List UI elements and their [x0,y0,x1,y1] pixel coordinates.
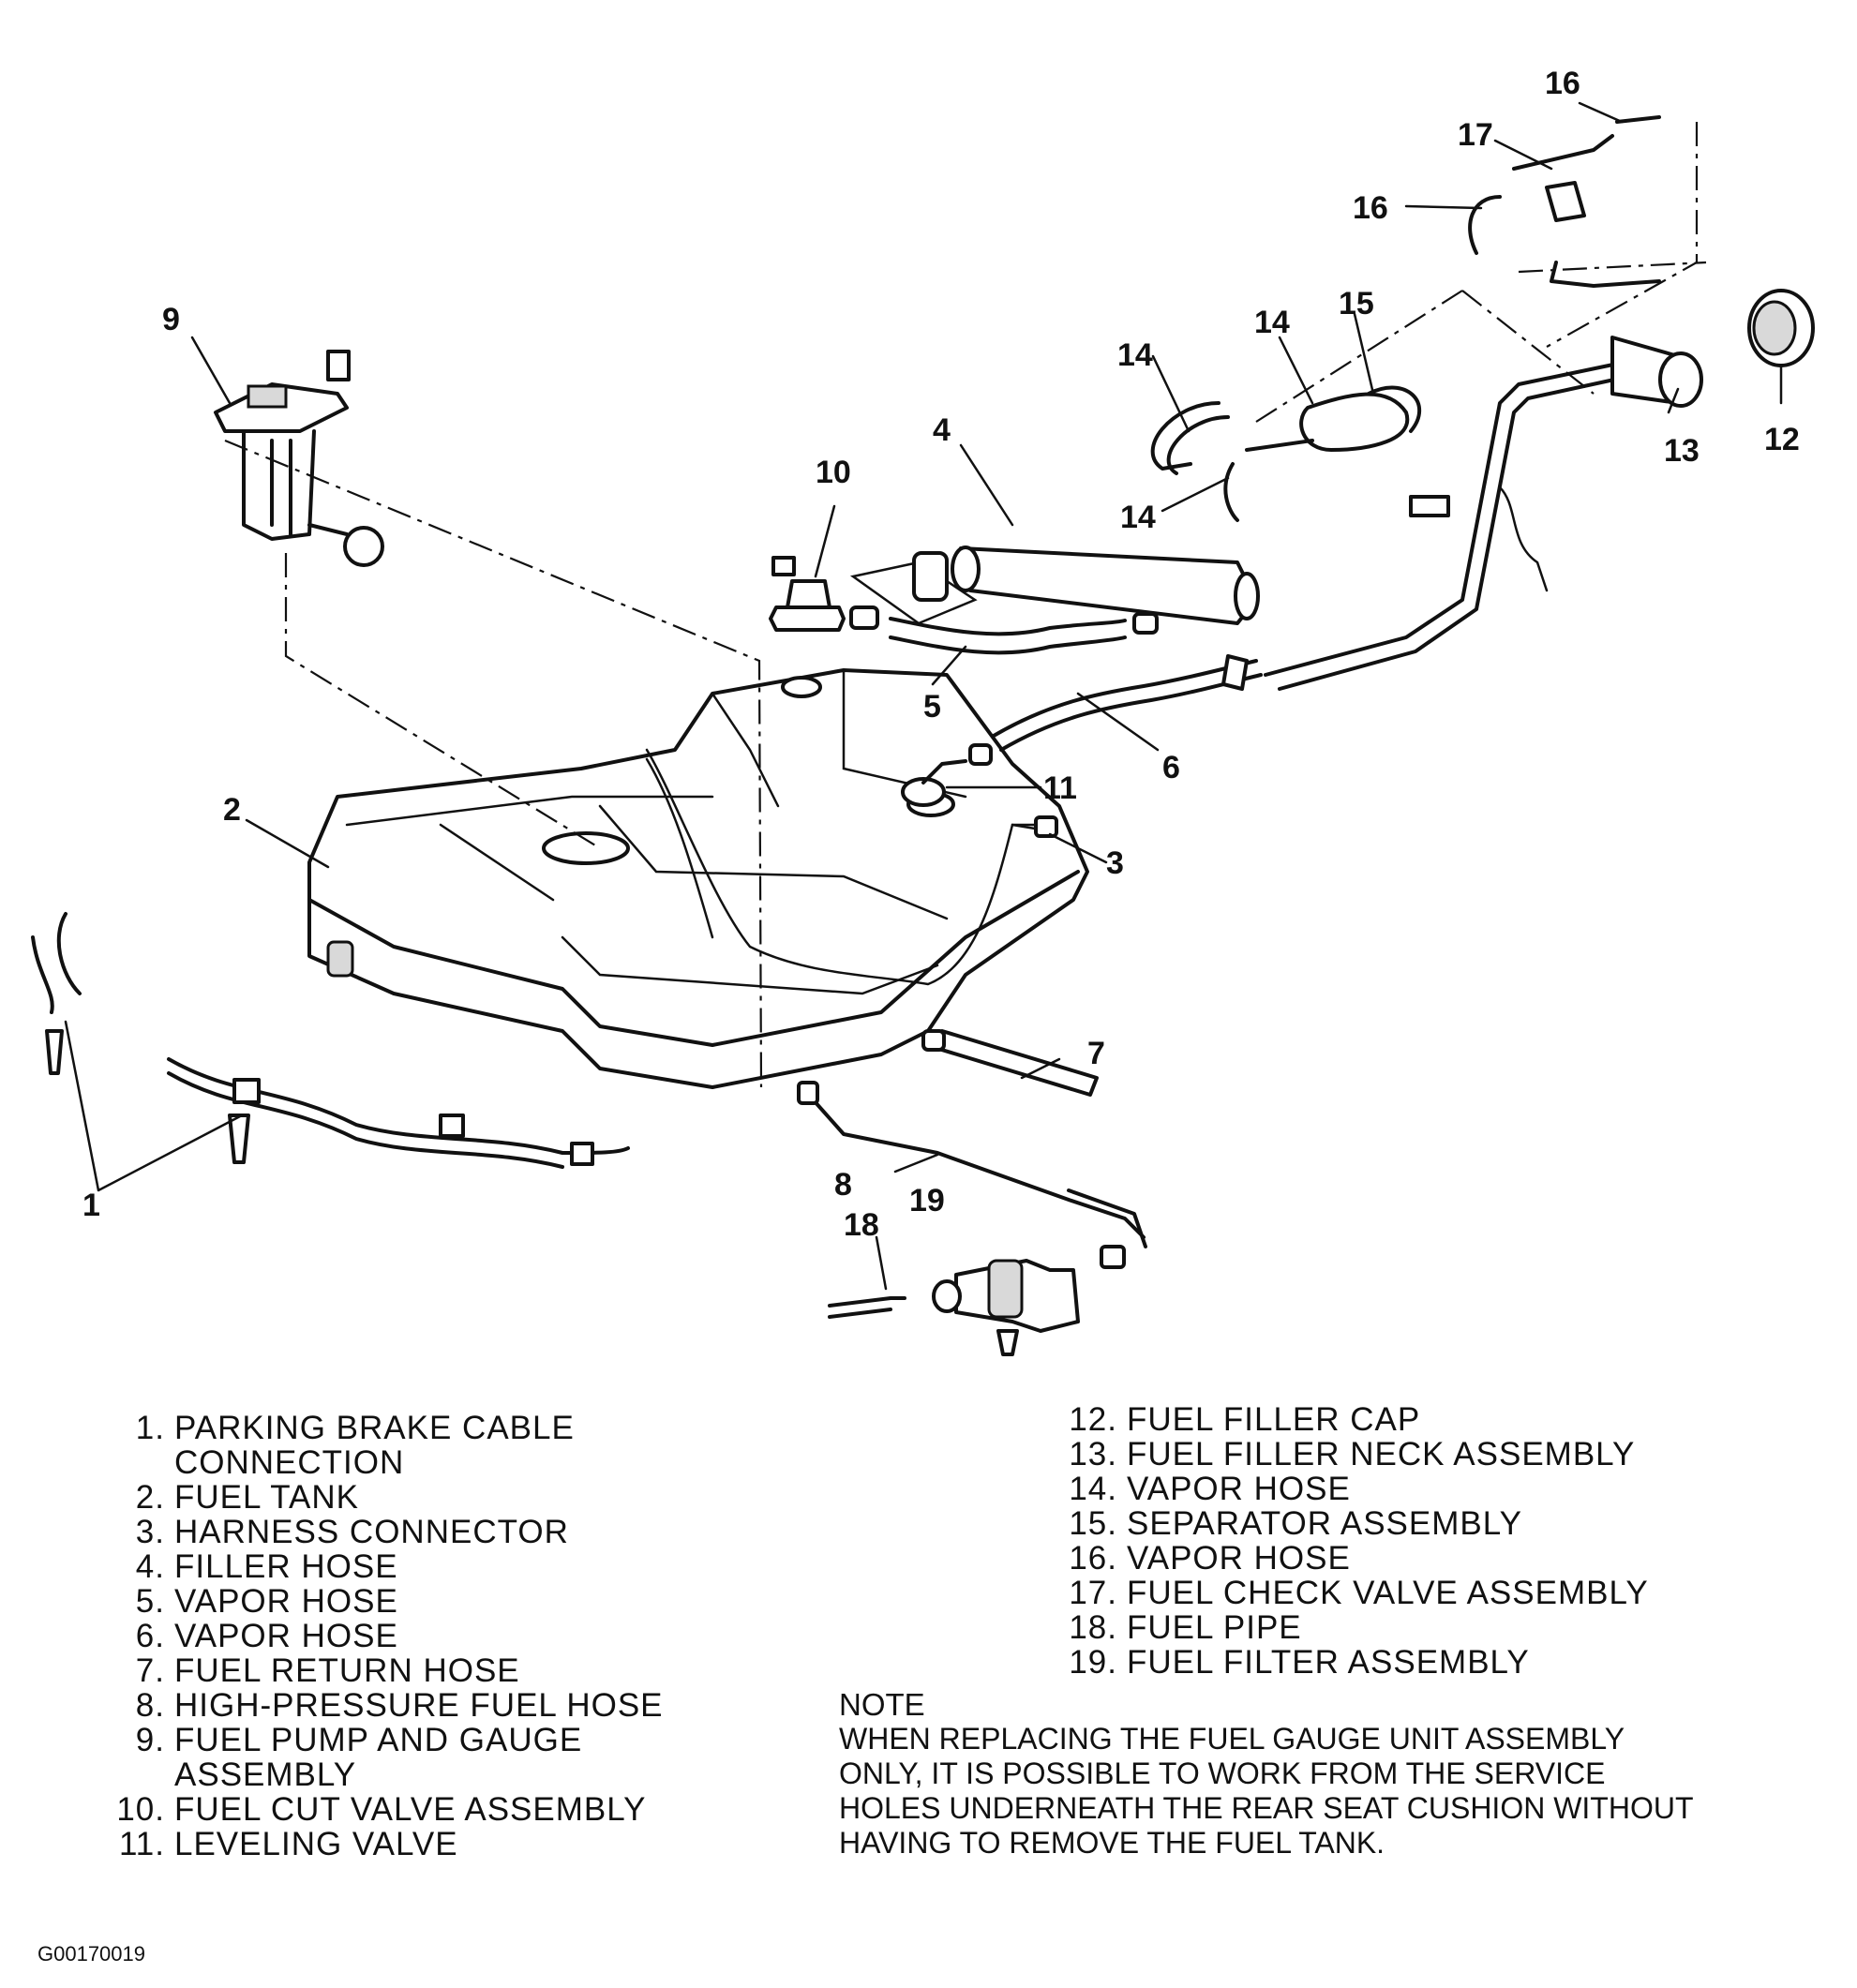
callout-3: 3 [1106,845,1124,881]
legend-item-8: 8.HIGH-PRESSURE FUEL HOSE [135,1687,664,1724]
callout-14c: 14 [1120,500,1156,535]
legend-item-9-cont: ASSEMBLY [174,1756,357,1793]
filler-cap-drawing [1747,289,1815,367]
fuel-pipe-drawing [828,1235,906,1319]
vapor-hose-6-drawing [968,654,1263,766]
callout-1: 1 [82,1188,100,1223]
fuel-return-hose-drawing [921,1029,1099,1097]
callout-15: 15 [1339,286,1374,321]
callout-18: 18 [844,1207,879,1243]
callout-16a: 16 [1545,66,1580,101]
fuel-pump-assembly-drawing [214,350,384,567]
legend-item-7: 7.FUEL RETURN HOSE [135,1652,520,1689]
service-note: NOTE WHEN REPLACING THE FUEL GAUGE UNIT … [839,1687,1739,1861]
legend-item-5: 5.VAPOR HOSE [135,1583,398,1620]
callout-14b: 14 [1254,305,1290,340]
legend-item-1: 1.PARKING BRAKE CABLE [135,1410,575,1446]
callout-16b: 16 [1353,190,1388,226]
callout-8: 8 [834,1167,852,1203]
vapor-hoses-16-17-drawing [1468,115,1661,288]
callout-17: 17 [1458,117,1493,153]
fuel-tank-drawing [307,668,1089,1089]
parts-legend-left: 1.PARKING BRAKE CABLE CONNECTION 2.FUEL … [109,1411,664,1861]
callout-13: 13 [1664,433,1700,469]
legend-item-11: 11.LEVELING VALVE [118,1826,458,1862]
callout-2: 2 [223,792,241,828]
leader-lines [190,101,1783,1173]
filler-hose-drawing [849,546,1260,625]
filler-neck-drawing [1264,336,1703,691]
parking-brake-cable-drawing [31,912,630,1192]
harness-connector-drawing [645,748,1058,986]
callout-labels: 9 2 1 3 4 5 6 7 8 10 11 12 13 14 14 14 1… [82,66,1800,1243]
note-line-4: HAVING TO REMOVE THE FUEL TANK. [839,1826,1385,1860]
legend-item-2: 2.FUEL TANK [135,1479,360,1516]
legend-item-10: 10.FUEL CUT VALVE ASSEMBLY [116,1791,647,1828]
fuel-cut-valve-drawing [769,556,846,632]
fuel-filter-drawing [932,1259,1080,1356]
callout-11: 11 [1043,770,1077,806]
callout-10: 10 [816,455,851,490]
high-pressure-fuel-hose-drawing [797,1081,1147,1269]
callout-7: 7 [1087,1036,1105,1071]
separator-drawing [1299,385,1422,452]
legend-item-1-cont: CONNECTION [174,1444,405,1481]
leveling-valve-drawing [901,759,967,807]
legend-item-16: 16.VAPOR HOSE [1069,1540,1351,1577]
legend-item-12: 12.FUEL FILLER CAP [1069,1401,1421,1438]
note-line-3: HOLES UNDERNEATH THE REAR SEAT CUSHION W… [839,1791,1694,1825]
legend-item-6: 6.VAPOR HOSE [135,1618,398,1654]
exploded-fuel-system-diagram: 9 2 1 3 4 5 6 7 8 10 11 12 13 14 14 14 1… [31,66,1815,1356]
legend-item-13: 13.FUEL FILLER NECK ASSEMBLY [1069,1436,1636,1472]
vapor-hose-5-drawing [849,605,1159,655]
callout-6: 6 [1162,750,1180,785]
legend-item-19: 19.FUEL FILTER ASSEMBLY [1069,1644,1530,1681]
figure-id: G00170019 [37,1942,145,1966]
indicator-lines [224,122,1707,1088]
vapor-hoses-14-drawing [1150,401,1314,522]
legend-item-18: 18.FUEL PIPE [1069,1609,1302,1646]
note-line-2: ONLY, IT IS POSSIBLE TO WORK FROM THE SE… [839,1756,1606,1790]
legend-item-4: 4.FILLER HOSE [135,1548,398,1585]
callout-12: 12 [1764,422,1800,457]
legend-item-15: 15.SEPARATOR ASSEMBLY [1069,1505,1522,1542]
note-line-1: WHEN REPLACING THE FUEL GAUGE UNIT ASSEM… [839,1722,1625,1756]
legend-item-17: 17.FUEL CHECK VALVE ASSEMBLY [1069,1575,1649,1611]
callout-5: 5 [923,689,941,725]
callout-9: 9 [162,302,180,337]
legend-item-14: 14.VAPOR HOSE [1069,1471,1351,1507]
legend-item-3: 3.HARNESS CONNECTOR [135,1514,569,1550]
callout-19: 19 [909,1183,945,1218]
callout-14a: 14 [1117,337,1153,373]
legend-item-9: 9.FUEL PUMP AND GAUGE [135,1722,583,1758]
callout-4: 4 [933,412,951,448]
note-heading: NOTE [839,1687,925,1722]
parts-legend-right: 12.FUEL FILLER CAP 13.FUEL FILLER NECK A… [1052,1402,1649,1680]
